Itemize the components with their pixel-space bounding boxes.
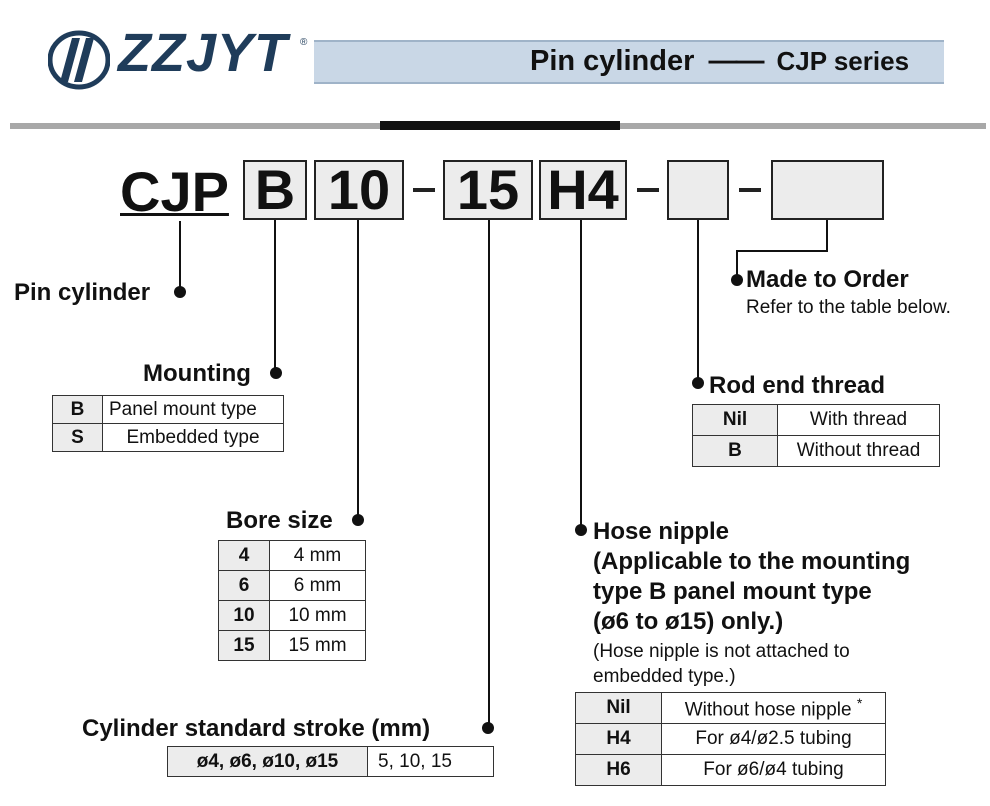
rod-code: Nil — [692, 404, 778, 436]
title-main: Pin cylinder — [530, 45, 695, 77]
code-box-rod — [667, 160, 729, 220]
bullet-order — [731, 274, 743, 286]
label-rod-end: Rod end thread — [709, 372, 886, 399]
title-bar — [314, 40, 944, 84]
label-pin-cylinder: Pin cylinder — [14, 279, 151, 306]
table-row: B Without thread — [692, 435, 940, 467]
connector-pin-cylinder — [179, 221, 181, 292]
hose-nipple-line: (ø6 to ø15) only.) — [593, 608, 784, 635]
hose-note-line: embedded type.) — [593, 666, 736, 687]
code-dash-2 — [637, 188, 659, 192]
mounting-code: B — [52, 395, 103, 424]
rod-desc: Without thread — [777, 435, 940, 467]
label-hose-nipple: Hose nipple (Applicable to the mounting … — [593, 517, 910, 637]
label-bore-size: Bore size — [226, 507, 333, 534]
code-dash-1 — [413, 188, 435, 192]
bore-code: 10 — [218, 600, 270, 631]
made-to-order-note: Refer to the table below. — [746, 297, 951, 318]
nipple-code: H4 — [575, 723, 662, 755]
rod-code: B — [692, 435, 778, 467]
label-made-to-order: Made to Order — [746, 266, 909, 293]
bullet-stroke — [482, 722, 494, 734]
rod-desc: With thread — [777, 404, 940, 436]
bore-code: 15 — [218, 630, 270, 661]
mounting-table: B Panel mount type S Embedded type — [52, 395, 284, 452]
hose-nipple-table: Nil Without hose nipple * H4 For ø4/ø2.5… — [575, 692, 886, 786]
registered-mark: ® — [300, 37, 308, 48]
brand-logo-icon — [48, 30, 110, 90]
nipple-desc: For ø4/ø2.5 tubing — [661, 723, 886, 755]
table-row: H4 For ø4/ø2.5 tubing — [575, 723, 886, 755]
bullet-rod — [692, 377, 704, 389]
hose-nipple-line: (Applicable to the mounting — [593, 548, 911, 575]
table-row: 4 4 mm — [218, 540, 366, 571]
nipple-desc: Without hose nipple — [684, 699, 852, 721]
table-row: H6 For ø6/ø4 tubing — [575, 754, 886, 786]
table-row: ø4, ø6, ø10, ø15 5, 10, 15 — [167, 746, 494, 777]
asterisk-mark: * — [856, 694, 863, 711]
code-prefix: CJP — [120, 160, 229, 223]
table-row: S Embedded type — [52, 423, 284, 452]
nipple-desc-cell: Without hose nipple * — [661, 692, 886, 724]
connector-mounting — [274, 220, 276, 373]
hose-nipple-line: type B panel mount type — [593, 578, 872, 605]
nipple-code: Nil — [575, 692, 662, 724]
connector-rod — [697, 220, 699, 383]
connector-order-c — [736, 250, 738, 280]
stroke-bores: ø4, ø6, ø10, ø15 — [167, 746, 368, 777]
code-box-stroke: 15 — [443, 160, 533, 220]
bore-table: 4 4 mm 6 6 mm 10 10 mm 15 15 mm — [218, 540, 366, 661]
code-box-mounting: B — [243, 160, 307, 220]
divider-black — [380, 121, 620, 130]
code-box-bore: 10 — [314, 160, 404, 220]
bullet-nipple — [575, 524, 587, 536]
brand-name: ZZJYT — [118, 23, 289, 83]
bore-desc: 4 mm — [269, 540, 366, 571]
bore-desc: 6 mm — [269, 570, 366, 601]
table-row: B Panel mount type — [52, 395, 284, 424]
connector-stroke — [488, 220, 490, 728]
code-box-order — [771, 160, 884, 220]
stroke-values: 5, 10, 15 — [367, 746, 494, 777]
hose-nipple-line: Hose nipple — [593, 518, 730, 545]
table-row: Nil Without hose nipple * — [575, 692, 886, 724]
bullet-mounting — [270, 367, 282, 379]
table-row: 6 6 mm — [218, 570, 366, 601]
hose-nipple-note: (Hose nipple is not attached to embedded… — [593, 639, 850, 689]
nipple-code: H6 — [575, 754, 662, 786]
table-row: Nil With thread — [692, 404, 940, 436]
hose-note-line: (Hose nipple is not attached to — [593, 641, 850, 662]
nipple-desc: For ø6/ø4 tubing — [661, 754, 886, 786]
mounting-code: S — [52, 423, 103, 452]
bullet-pin-cylinder — [174, 286, 186, 298]
code-dash-3 — [739, 188, 761, 192]
label-stroke: Cylinder standard stroke (mm) — [82, 715, 431, 742]
mounting-desc: Panel mount type — [102, 395, 284, 424]
bullet-bore — [352, 514, 364, 526]
title-separator: —— — [708, 45, 764, 77]
bore-code: 6 — [218, 570, 270, 601]
bore-desc: 15 mm — [269, 630, 366, 661]
connector-order-b — [736, 250, 828, 252]
title-series: CJP series — [776, 46, 910, 76]
bore-desc: 10 mm — [269, 600, 366, 631]
table-row: 10 10 mm — [218, 600, 366, 631]
label-mounting: Mounting — [143, 360, 251, 387]
bore-code: 4 — [218, 540, 270, 571]
stroke-table: ø4, ø6, ø10, ø15 5, 10, 15 — [167, 746, 494, 777]
connector-order-a — [826, 220, 828, 251]
page-title: Pin cylinder —— CJP series — [530, 45, 909, 78]
rod-end-table: Nil With thread B Without thread — [692, 404, 940, 467]
code-box-nipple: H4 — [539, 160, 627, 220]
table-row: 15 15 mm — [218, 630, 366, 661]
connector-nipple — [580, 220, 582, 530]
mounting-desc: Embedded type — [102, 423, 284, 452]
connector-bore — [357, 220, 359, 520]
